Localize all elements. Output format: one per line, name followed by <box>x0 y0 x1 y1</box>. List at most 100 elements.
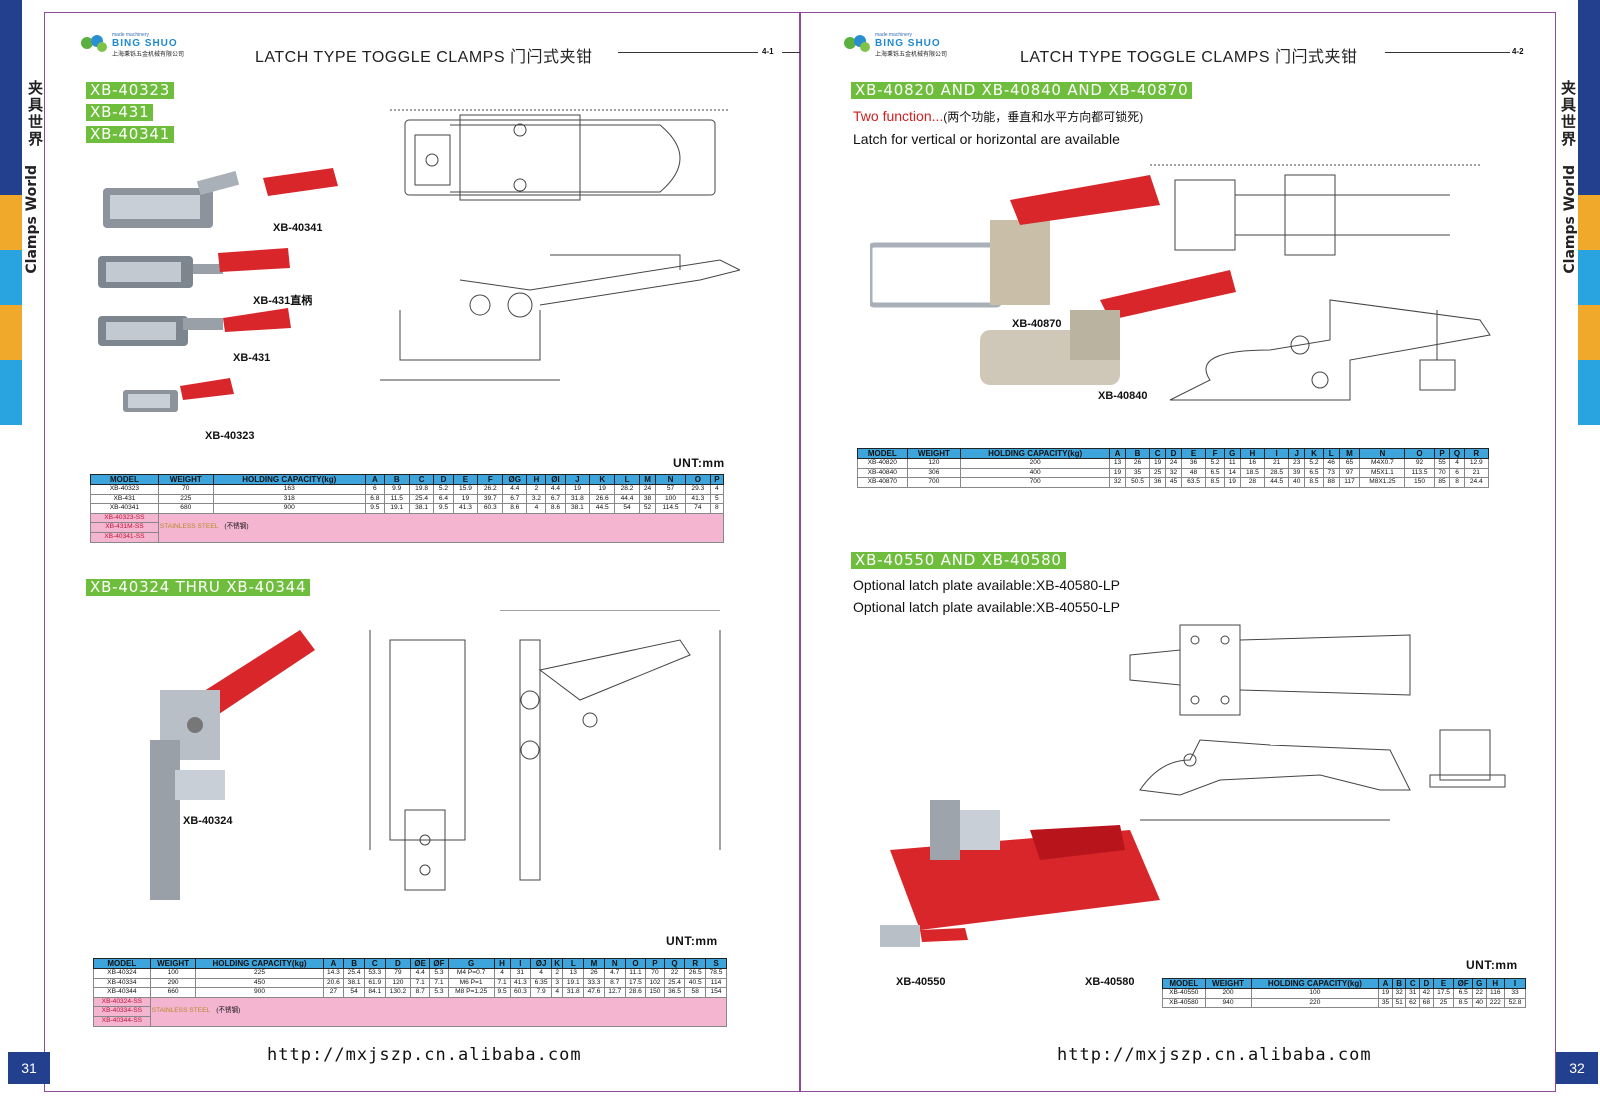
table-cell: 6.5 <box>1205 467 1225 479</box>
side-stripe-blue-top <box>0 0 22 195</box>
table-cell: 32 <box>1165 467 1182 479</box>
column-header: Q <box>663 958 686 969</box>
column-header: Q <box>1449 448 1465 459</box>
optional-latch-plate: Optional latch plate available:XB-40580-… <box>853 577 1120 593</box>
model-tag: XB-40341 <box>86 126 175 143</box>
table-cell: 200 <box>960 458 1111 469</box>
logo-tagline: made machinery <box>875 32 912 38</box>
clamp-photo-xb40323 <box>123 378 234 412</box>
table-cell: 52 <box>638 503 657 514</box>
column-header: H <box>493 958 511 969</box>
table-cell: 6.4 <box>433 493 454 505</box>
website-url[interactable]: http://mxjszp.cn.alibaba.com <box>267 1045 582 1065</box>
table-cell: XB-40344 <box>93 987 151 998</box>
table-cell: 36 <box>1180 458 1207 469</box>
side-title-zh-left: 夹具世界 <box>26 80 43 148</box>
table-cell: 6.8 <box>364 493 385 505</box>
table-cell: 6.7 <box>502 493 528 505</box>
column-header: G <box>1223 448 1241 459</box>
table-cell: 4.4 <box>502 484 528 495</box>
table-cell: 114.5 <box>655 503 686 514</box>
photo-label: XB-40580 <box>1085 976 1135 988</box>
table-cell: 13 <box>562 968 585 979</box>
column-header: J <box>1288 448 1306 459</box>
table-cell: 22 <box>663 968 686 979</box>
header-page-code: 4-1 <box>762 47 774 56</box>
header-rule <box>618 52 758 53</box>
table-cell: 31 <box>509 968 532 979</box>
table-cell: 8 <box>709 503 725 514</box>
table-cell: M4X0.7 <box>1359 458 1406 469</box>
column-header: ØJ <box>530 958 552 969</box>
table-cell: 33 <box>1504 988 1526 999</box>
column-header: HOLDING CAPACITY(kg) <box>195 958 324 969</box>
table-cell: 38 <box>638 493 657 505</box>
table-cell: 54 <box>614 503 640 514</box>
table-cell: 31.8 <box>562 987 585 998</box>
table-cell: 53.3 <box>363 968 386 979</box>
column-header: B <box>1391 978 1407 989</box>
column-header: R <box>1463 448 1490 459</box>
two-function-text: Two function... <box>853 108 944 124</box>
table-cell: 7.1 <box>429 977 449 989</box>
table-cell: 6.5 <box>1304 467 1324 479</box>
table-cell: 8.5 <box>1304 477 1324 488</box>
column-header: ØG <box>502 474 528 485</box>
table-cell: 6.35 <box>530 977 552 989</box>
table-cell: 22 <box>1472 988 1487 999</box>
column-header: ØF <box>1453 978 1473 989</box>
column-header: J <box>564 474 591 485</box>
column-header: M <box>1338 448 1361 459</box>
side-stripe-orange <box>1578 305 1600 360</box>
table-cell: 74 <box>684 503 711 514</box>
table-cell: 26 <box>583 968 605 979</box>
table-cell: 48 <box>1180 467 1207 479</box>
column-header: H <box>526 474 547 485</box>
column-header: N <box>1359 448 1406 459</box>
table-cell: 65 <box>1338 458 1361 469</box>
stainless-note-zh: (不锈钢) <box>216 1007 241 1015</box>
column-header: F <box>477 474 504 485</box>
page-number: 31 <box>8 1052 50 1084</box>
table-cell: 58 <box>684 987 707 998</box>
table-cell: 23 <box>1288 458 1306 469</box>
table-cell: 51 <box>1391 997 1407 1009</box>
column-header: B <box>343 958 365 969</box>
column-header: A <box>1109 448 1126 459</box>
table-cell: 9.5 <box>364 503 385 514</box>
table-cell: 32 <box>1391 988 1407 999</box>
table-cell: 5.3 <box>429 987 449 998</box>
table-cell: 11.5 <box>383 493 410 505</box>
website-url[interactable]: http://mxjszp.cn.alibaba.com <box>1057 1045 1372 1065</box>
table-cell: 28 <box>1239 477 1266 488</box>
column-header: MODEL <box>1162 978 1206 989</box>
column-header: MODEL <box>93 958 151 969</box>
table-cell: 4.4 <box>545 484 566 495</box>
table-cell: 19 <box>1149 458 1167 469</box>
table-cell: XB-40580 <box>1162 997 1206 1009</box>
table-cell: 19 <box>452 493 479 505</box>
table-cell: 41.3 <box>684 493 711 505</box>
table-cell: 9.5 <box>433 503 454 514</box>
photo-label: XB-431 <box>233 352 271 364</box>
table-cell: 35 <box>1124 467 1151 479</box>
column-header: MODEL <box>857 448 908 459</box>
column-header: B <box>383 474 410 485</box>
table-cell: XB-40341 <box>90 503 159 514</box>
model-tag: XB-40550 AND XB-40580 <box>851 552 1066 569</box>
column-header: I <box>1263 448 1290 459</box>
column-header: A <box>322 958 345 969</box>
table-cell: 2 <box>550 968 564 979</box>
table-cell: 290 <box>149 977 197 989</box>
table-cell: 114 <box>705 977 727 989</box>
table-cell: 26.6 <box>589 493 616 505</box>
column-header: C <box>408 474 435 485</box>
photo-label: XB-40341 <box>273 222 323 234</box>
table-cell: 50.5 <box>1124 477 1151 488</box>
